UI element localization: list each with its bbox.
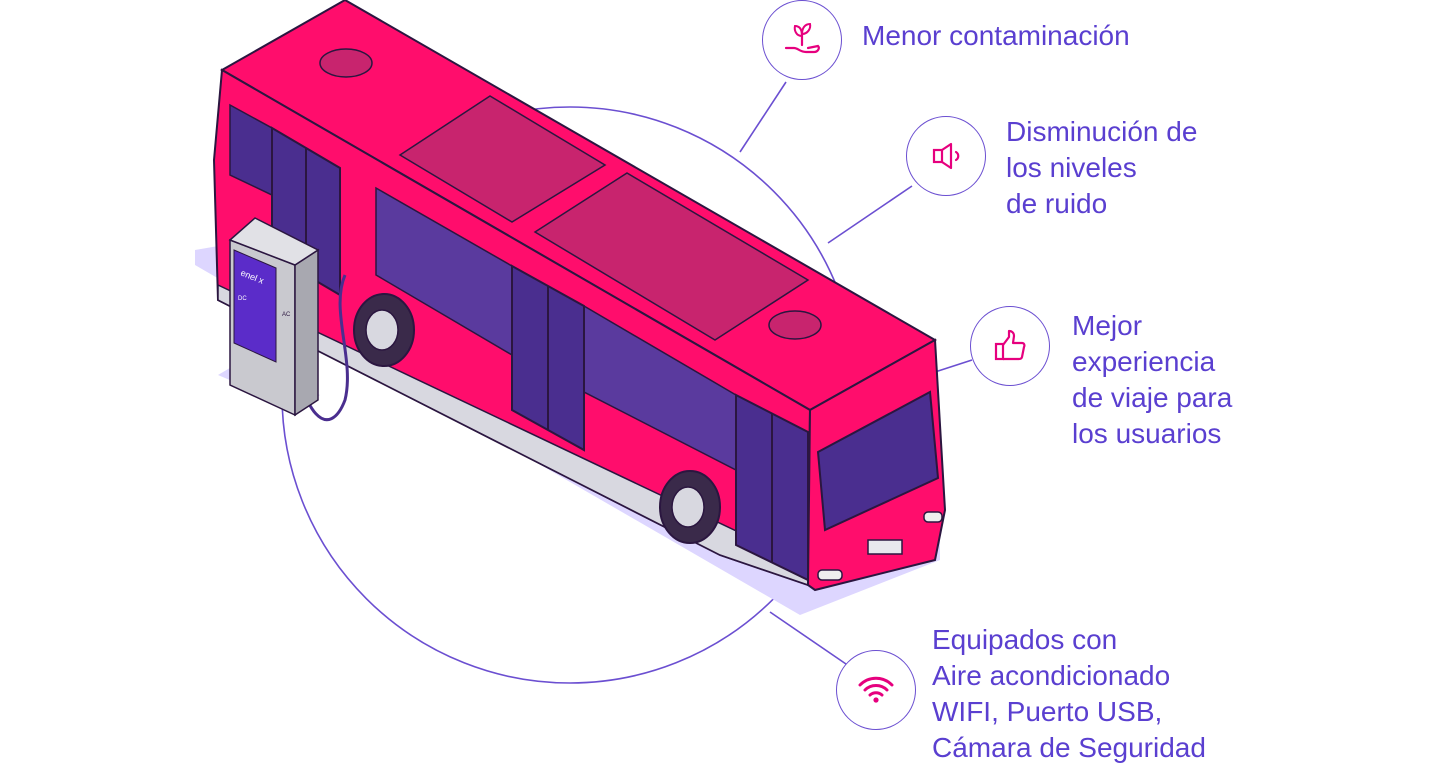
roof-battery-panel — [398, 95, 607, 223]
charger-top — [228, 217, 320, 266]
roof-battery-panel — [533, 172, 810, 341]
feature-line: experiencia — [1072, 346, 1216, 377]
bus-wheel-rear — [353, 293, 415, 367]
connector-line-1 — [739, 81, 787, 153]
charger-side — [294, 248, 319, 417]
charging-station: enel x DC AC — [218, 217, 320, 417]
feature-equipamiento-badge — [836, 650, 916, 730]
connector-line-3 — [934, 359, 973, 373]
feature-line: Disminución de — [1006, 116, 1198, 147]
roof-hatch — [768, 310, 822, 340]
feature-line: Cámara de Seguridad — [932, 732, 1206, 763]
feature-experiencia-badge — [970, 306, 1050, 386]
roof-hatch — [319, 48, 373, 78]
feature-line: Equipados con — [932, 624, 1118, 655]
feature-line: WIFI, Puerto USB, — [932, 696, 1163, 727]
feature-contaminacion-text: Menor contaminación — [862, 18, 1130, 54]
bus-windshield — [816, 390, 940, 532]
feature-line: de viaje para — [1072, 382, 1233, 413]
wifi-icon — [858, 676, 894, 703]
feature-contaminacion-badge — [762, 0, 842, 80]
feature-line: los niveles — [1006, 152, 1137, 183]
charger-ac-label: AC — [282, 312, 291, 318]
feature-ruido-badge — [906, 116, 986, 196]
thumbs-up-icon — [994, 329, 1026, 361]
feature-line: Aire acondicionado — [932, 660, 1171, 691]
hand-plant-icon — [784, 22, 820, 54]
bus — [212, 0, 947, 592]
speaker-icon — [932, 142, 960, 170]
charger-dc-label: DC — [238, 296, 247, 302]
bus-headlight-left — [817, 569, 843, 581]
connector-line-4 — [769, 611, 847, 665]
feature-experiencia-text: Mejor experiencia de viaje para los usua… — [1072, 308, 1232, 452]
bus-wheel-front — [659, 470, 721, 544]
charger-panel — [233, 249, 277, 363]
bus-headlight-right — [923, 511, 943, 523]
feature-line: Mejor — [1072, 310, 1143, 341]
connector-line-2 — [827, 185, 913, 244]
feature-equipamiento-text: Equipados con Aire acondicionado WIFI, P… — [932, 622, 1206, 766]
feature-line: de ruido — [1006, 188, 1108, 219]
feature-line: los usuarios — [1072, 418, 1222, 449]
feature-line: Menor contaminación — [862, 20, 1130, 51]
bus-plate — [867, 539, 903, 555]
feature-ruido-text: Disminución de los niveles de ruido — [1006, 114, 1197, 222]
